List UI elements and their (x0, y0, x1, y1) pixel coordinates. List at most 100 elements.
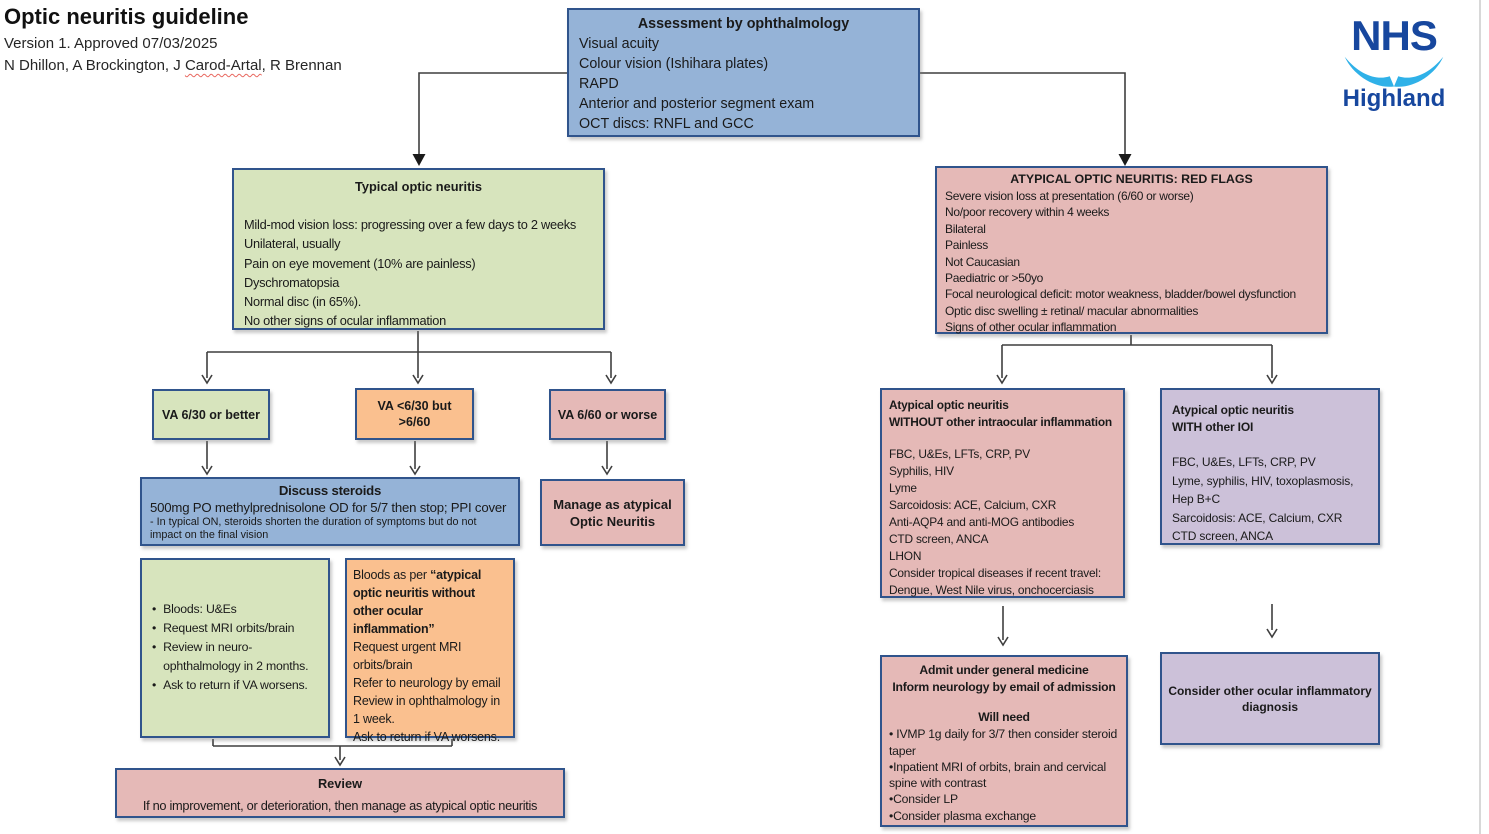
mid-va-followup-box: Bloods as per “atypical optic neuritis w… (345, 558, 515, 744)
typical-optic-neuritis-box: Typical optic neuritis Mild-mod vision l… (232, 168, 605, 330)
followup-line: Refer to neurology by email (353, 676, 501, 690)
workup-item: Dengue, West Nile virus, onchocerciasis (889, 583, 1094, 597)
va-label-line2: >6/60 (398, 415, 431, 429)
manage-as-atypical-box: Manage as atypical Optic Neuritis (540, 479, 685, 546)
manage-line1: Manage as atypical (553, 496, 672, 512)
nhs-logo-region: Highland (1342, 85, 1446, 112)
assessment-item: Anterior and posterior segment exam (579, 96, 815, 112)
typical-item: Pain on eye movement (10% are painless) (244, 255, 476, 271)
workup-item: Sarcoidosis: ACE, Calcium, CXR (1172, 510, 1343, 525)
red-flag-item: Paediatric or >50yo (945, 271, 1044, 286)
consider-line: Consider other ocular inflammatory diagn… (1168, 683, 1372, 714)
red-flag-item: Optic disc swelling ± retinal/ macular a… (945, 303, 1199, 318)
followup-line: Ask to return if VA worsens. (353, 730, 501, 744)
box-title-line1: Admit under general medicine (919, 663, 1089, 677)
discuss-steroids-box: Discuss steroids 500mg PO methylpredniso… (140, 477, 520, 546)
typical-items: Mild-mod vision loss: progressing over a… (244, 215, 593, 330)
workup-item: Consider tropical diseases if recent tra… (889, 566, 1101, 580)
workup-item: Lyme (889, 481, 917, 495)
authors-prefix: N Dhillon, A Brockington, J (4, 57, 185, 74)
steroids-note: - In typical ON, steroids shorten the du… (150, 516, 477, 542)
authors-line: N Dhillon, A Brockington, J Carod-Artal,… (4, 57, 342, 74)
assessment-box: Assessment by ophthalmology Visual acuit… (567, 8, 920, 137)
nhs-bird-icon (1344, 56, 1444, 87)
workup-items: FBC, U&Es, LFTs, CRP, PV Syphilis, HIV Lym… (889, 446, 1116, 599)
red-flag-item: Painless (945, 238, 988, 253)
authors-misspelled: Carod-Artal (184, 57, 262, 74)
box-title: Typical optic neuritis (354, 179, 483, 194)
followup-line: Review in ophthalmology in 1 week. (353, 694, 500, 726)
admit-item: •Consider LP (889, 792, 958, 807)
box-title-line1: Atypical optic neuritis (889, 398, 1009, 412)
workup-item: Anti-AQP4 and anti-MOG antibodies (889, 515, 1075, 529)
box-title-line2: Inform neurology by email of admission (892, 679, 1116, 694)
manage-line2: Optic Neuritis (569, 513, 656, 529)
box-title: ATYPICAL OPTIC NEURITIS: RED FLAGS (1010, 172, 1253, 186)
red-flag-items: Severe vision loss at presentation (6/60… (945, 188, 1318, 336)
red-flag-item: Focal neurological deficit: motor weakne… (945, 287, 1296, 302)
workup-item: Lyme, syphilis, HIV, toxoplasmosis, Hep … (1172, 473, 1354, 507)
typical-followup-box: Bloods: U&EsRequest MRI orbits/brainRevi… (140, 558, 330, 738)
followup-bullets: Bloods: U&EsRequest MRI orbits/brainRevi… (152, 600, 324, 695)
admit-item: • IVMP 1g daily for 3/7 then consider st… (889, 727, 1118, 758)
version-line: Version 1. Approved 07/03/2025 (4, 35, 218, 52)
red-flag-item: Signs of other ocular inflammation (945, 320, 1117, 335)
followup-bullet: Review in neuro-ophthalmology in 2 month… (152, 638, 324, 676)
followup-bullet: Bloods: U&Es (152, 600, 324, 619)
page-title: Optic neuritis guideline (4, 4, 249, 29)
review-line: If no improvement, or deterioration, the… (142, 798, 538, 813)
typical-item: Normal disc (in 65%). (244, 294, 362, 310)
page-edge-divider (1479, 0, 1481, 834)
box-title-line2: WITH other IOI (1172, 420, 1254, 434)
lead-text: Bloods as per (353, 568, 431, 582)
box-title-block: Admit under general medicine Inform neur… (889, 662, 1119, 695)
box-title: Assessment by ophthalmology (637, 16, 850, 32)
followup-bullet: Request MRI orbits/brain (152, 619, 324, 638)
workup-item: CTD screen, ANCA (889, 532, 989, 546)
atypical-without-ioi-box: Atypical optic neuritis WITHOUT other in… (880, 388, 1125, 598)
consider-other-diagnosis-box: Consider other ocular inflammatory diagn… (1160, 652, 1380, 745)
typical-item: Dyschromatopsia (244, 274, 340, 290)
box-title-line1: Atypical optic neuritis (1172, 403, 1294, 417)
followup-line: Request urgent MRI orbits/brain (353, 640, 462, 672)
workup-item: FBC, U&Es, LFTs, CRP, PV (1172, 455, 1316, 469)
assessment-item: Colour vision (Ishihara plates) (579, 56, 769, 72)
will-need-subtitle: Will need (978, 710, 1030, 724)
nhs-highland-logo: NHS Highland (1330, 12, 1458, 112)
va-630-or-better-box: VA 6/30 or better (152, 389, 270, 440)
admit-general-medicine-box: Admit under general medicine Inform neur… (880, 655, 1128, 827)
admit-item: •Inpatient MRI of orbits, brain and cerv… (889, 759, 1106, 791)
box-title: Review (317, 776, 363, 791)
review-box: Review If no improvement, or deteriorati… (115, 768, 565, 818)
atypical-with-ioi-box: Atypical optic neuritis WITH other IOI F… (1160, 388, 1380, 545)
typical-item: Unilateral, usually (244, 236, 341, 252)
typical-item: No other signs of ocular inflammation (244, 313, 446, 329)
bold-quote: “atypical optic neuritis without other o… (353, 568, 482, 636)
admit-items: • IVMP 1g daily for 3/7 then consider st… (889, 726, 1119, 824)
red-flag-item: Bilateral (945, 221, 986, 236)
workup-item: Syphilis, HIV (889, 464, 954, 478)
nhs-logo-text: NHS (1351, 12, 1438, 59)
atypical-red-flags-box: ATYPICAL OPTIC NEURITIS: RED FLAGS Sever… (935, 166, 1328, 334)
followup-bullet: Ask to return if VA worsens. (152, 676, 324, 695)
steroids-dose-line: 500mg PO methylprednisolone OD for 5/7 t… (150, 500, 507, 515)
workup-items: FBC, U&Es, LFTs, CRP, PV Lyme, syphilis, … (1172, 453, 1368, 546)
assessment-item: Visual acuity (579, 36, 660, 52)
va-660-or-worse-box: VA 6/60 or worse (549, 389, 666, 440)
typical-item: Mild-mod vision loss: progressing over a… (244, 217, 577, 233)
box-title: Discuss steroids (278, 483, 382, 498)
authors-suffix: , R Brennan (261, 57, 342, 74)
workup-item: CTD screen, ANCA (1172, 529, 1273, 544)
va-label-line1: VA <6/30 but (377, 399, 452, 413)
workup-item: LHON (889, 549, 922, 563)
va-less-630-but-more-660-box: VA <6/30 but >6/60 (355, 388, 474, 440)
red-flag-item: No/poor recovery within 4 weeks (945, 205, 1110, 220)
va-label: VA 6/60 or worse (557, 407, 658, 422)
workup-item: FBC, U&Es, LFTs, CRP, PV (889, 447, 1031, 461)
assessment-item: RAPD (579, 76, 619, 92)
workup-item: Sarcoidosis: ACE, Calcium, CXR (889, 498, 1057, 512)
red-flag-item: Not Caucasian (945, 254, 1020, 269)
